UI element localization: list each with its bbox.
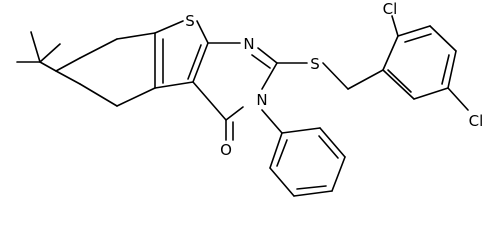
bond: [196, 20, 209, 44]
atom-label-chlorine: Cl: [383, 0, 398, 18]
molecule-canvas: S N S N O Cl Cl: [16, 0, 484, 197]
bond: [447, 50, 457, 89]
atom-label-nitrogen: N: [256, 91, 267, 109]
bond: [269, 167, 295, 197]
bond: [39, 61, 57, 72]
bond: [382, 35, 399, 71]
atom-label-oxygen: O: [220, 141, 232, 159]
atom-label-chlorine: Cl: [469, 112, 484, 130]
bond: [261, 109, 283, 134]
molecule-structure: S N S N O Cl Cl: [16, 0, 484, 197]
bond: [225, 106, 244, 121]
bond: [441, 54, 450, 85]
bond: [116, 87, 156, 107]
bond: [347, 69, 384, 90]
bond: [55, 70, 81, 85]
bond: [261, 62, 278, 90]
bond: [154, 20, 184, 34]
bond: [281, 127, 321, 134]
bond: [447, 87, 469, 111]
bond: [276, 139, 288, 167]
bond: [397, 25, 431, 37]
bond: [331, 156, 346, 192]
bond: [39, 43, 61, 63]
bond: [79, 38, 118, 59]
bond: [293, 190, 333, 197]
bond: [404, 33, 432, 43]
bond: [391, 15, 399, 37]
bond: [269, 132, 283, 169]
bond: [387, 69, 412, 93]
bond: [429, 25, 457, 52]
bond: [319, 127, 346, 158]
bond: [322, 62, 349, 90]
bond: [154, 81, 194, 89]
bond: [251, 54, 271, 69]
bond: [382, 69, 415, 100]
bond: [192, 81, 227, 121]
atom-label-nitrogen: N: [243, 35, 254, 53]
bond: [257, 47, 278, 64]
bond: [413, 87, 449, 100]
bond: [192, 42, 209, 83]
bond: [116, 32, 156, 40]
bond: [30, 31, 41, 63]
bond: [187, 44, 202, 80]
bond: [296, 185, 327, 190]
atom-label-sulfur: S: [185, 12, 195, 30]
bond: [318, 135, 339, 159]
atom-label-sulfur: S: [310, 55, 320, 73]
bond: [79, 83, 118, 107]
bond: [55, 57, 81, 72]
